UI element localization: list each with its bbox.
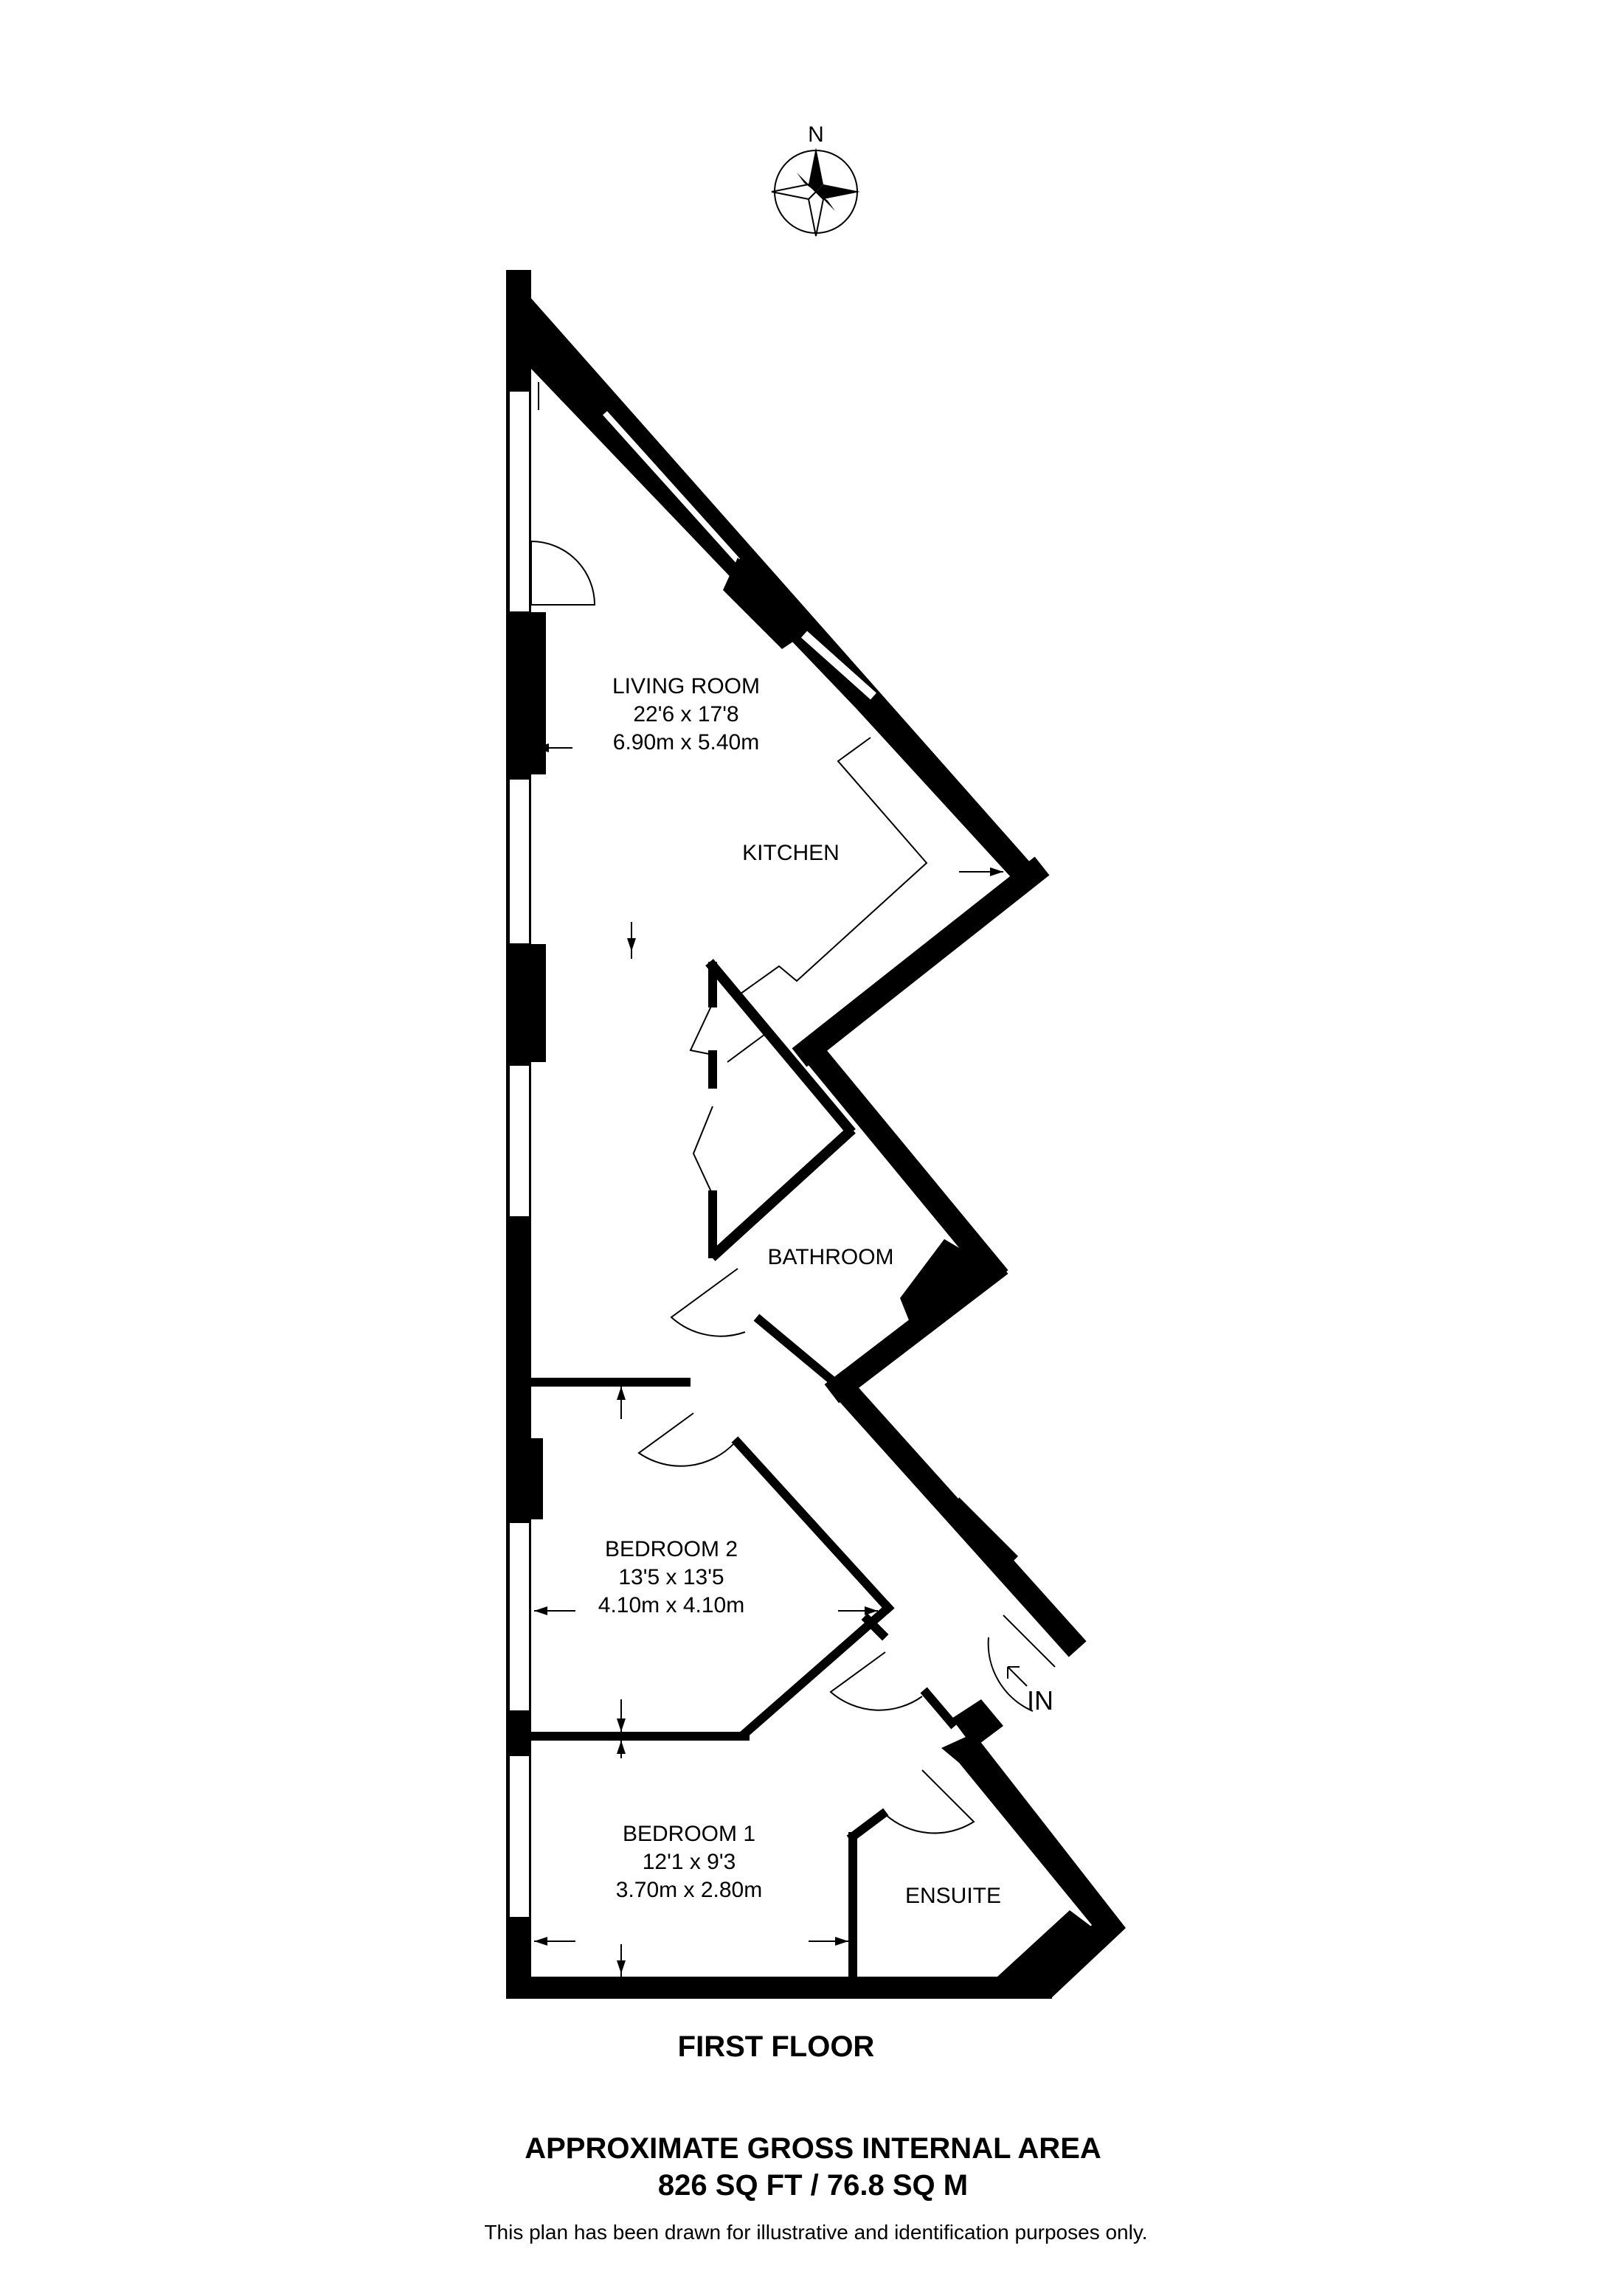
- entrance-label: IN: [1027, 1685, 1053, 1716]
- room-name: BEDROOM 2: [605, 1537, 738, 1561]
- doors: [530, 541, 1056, 1834]
- window: [508, 1755, 530, 1918]
- area-title: APPROXIMATE GROSS INTERNAL AREA: [525, 2132, 1101, 2165]
- room-bathroom: BATHROOM: [767, 1245, 893, 1269]
- area-value: 826 SQ FT / 76.8 SQ M: [658, 2169, 968, 2202]
- compass-north-label: N: [808, 122, 824, 147]
- room-imperial: 13'5 x 13'5: [618, 1565, 724, 1589]
- window: [508, 1522, 530, 1712]
- room-metric: 4.10m x 4.10m: [598, 1593, 744, 1617]
- room-metric: 6.90m x 5.40m: [613, 730, 759, 755]
- entrance-arrow-icon: [1007, 1666, 1028, 1687]
- disclaimer: This plan has been drawn for illustrativ…: [484, 2221, 1147, 2244]
- floor-label: FIRST FLOOR: [678, 2030, 875, 2063]
- room-imperial: 22'6 x 17'8: [633, 702, 738, 726]
- room-name: BEDROOM 1: [623, 1822, 755, 1846]
- room-name: LIVING ROOM: [612, 674, 760, 698]
- walls: [506, 270, 1126, 1999]
- kitchen-counter: [727, 737, 928, 1063]
- dimension-arrows: [534, 382, 1003, 1977]
- room-ensuite: ENSUITE: [905, 1884, 1001, 1908]
- room-imperial: 12'1 x 9'3: [643, 1850, 736, 1874]
- room-kitchen: KITCHEN: [742, 841, 840, 865]
- window: [508, 390, 530, 613]
- room-bedroom-2: BEDROOM 2 13'5 x 13'5 4.10m x 4.10m: [598, 1537, 744, 1617]
- window: [508, 778, 530, 945]
- window: [508, 1064, 530, 1218]
- room-bedroom-1: BEDROOM 1 12'1 x 9'3 3.70m x 2.80m: [616, 1822, 762, 1902]
- compass-rose-icon: N: [771, 122, 860, 237]
- room-living-room: LIVING ROOM 22'6 x 17'8 6.90m x 5.40m: [612, 674, 760, 755]
- room-metric: 3.70m x 2.80m: [616, 1878, 762, 1902]
